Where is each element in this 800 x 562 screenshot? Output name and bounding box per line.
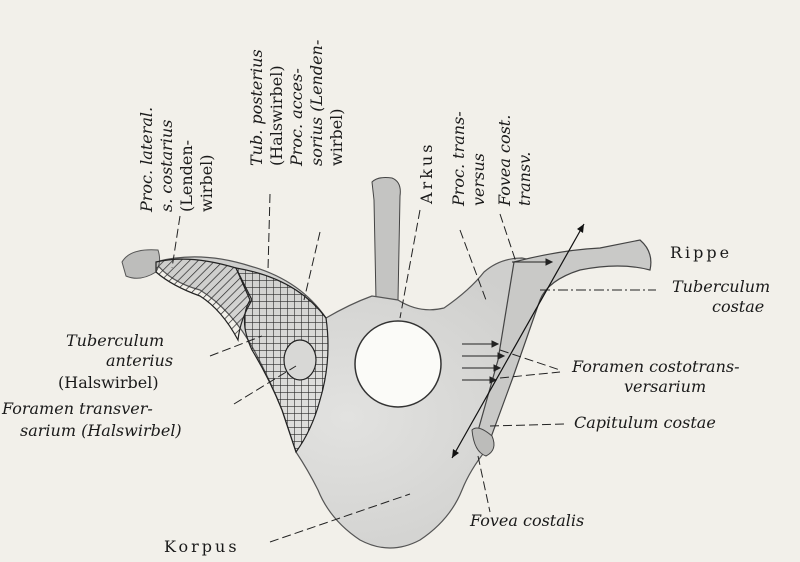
label-tuberculum-anterius: Tuberculum anterius (Halswirbel)	[58, 331, 178, 392]
label-fovea-costalis: Fovea costalis	[469, 511, 584, 530]
hatched-region-proc-lateral	[155, 258, 253, 343]
label-proc-lateral: Proc. lateral. s. costarius (Lenden- wir…	[137, 102, 216, 213]
label-arkus: Arkus	[417, 142, 436, 205]
label-foramen-costotransversarium: Foramen costotrans- versarium	[571, 357, 745, 396]
label-foramen-transversarium: Foramen transver- sarium (Halswirbel)	[1, 399, 182, 440]
label-korpus: Korpus	[164, 537, 240, 556]
spinous-process	[371, 177, 401, 301]
label-fovea-cost-transv: Fovea cost. transv.	[495, 110, 534, 207]
foramen-transversarium	[283, 339, 317, 381]
vertebral-foramen	[354, 320, 442, 408]
label-tub-posterius: Tub. posterius (Halswirbel) Proc. acces-…	[247, 35, 346, 167]
label-tuberculum-costae: Tuberculum costae	[672, 277, 775, 316]
capitulum-costae-shape	[471, 427, 495, 457]
foramen-arrows	[462, 258, 554, 384]
label-rippe: Rippe	[670, 243, 732, 262]
leader-lines	[171, 193, 656, 543]
rib-axis-arrow	[451, 223, 585, 459]
label-proc-transversus: Proc. trans- versus	[449, 106, 488, 207]
left-process-tip	[121, 249, 161, 279]
label-capitulum-costae: Capitulum costae	[574, 413, 716, 432]
crosshatched-region	[235, 267, 329, 454]
